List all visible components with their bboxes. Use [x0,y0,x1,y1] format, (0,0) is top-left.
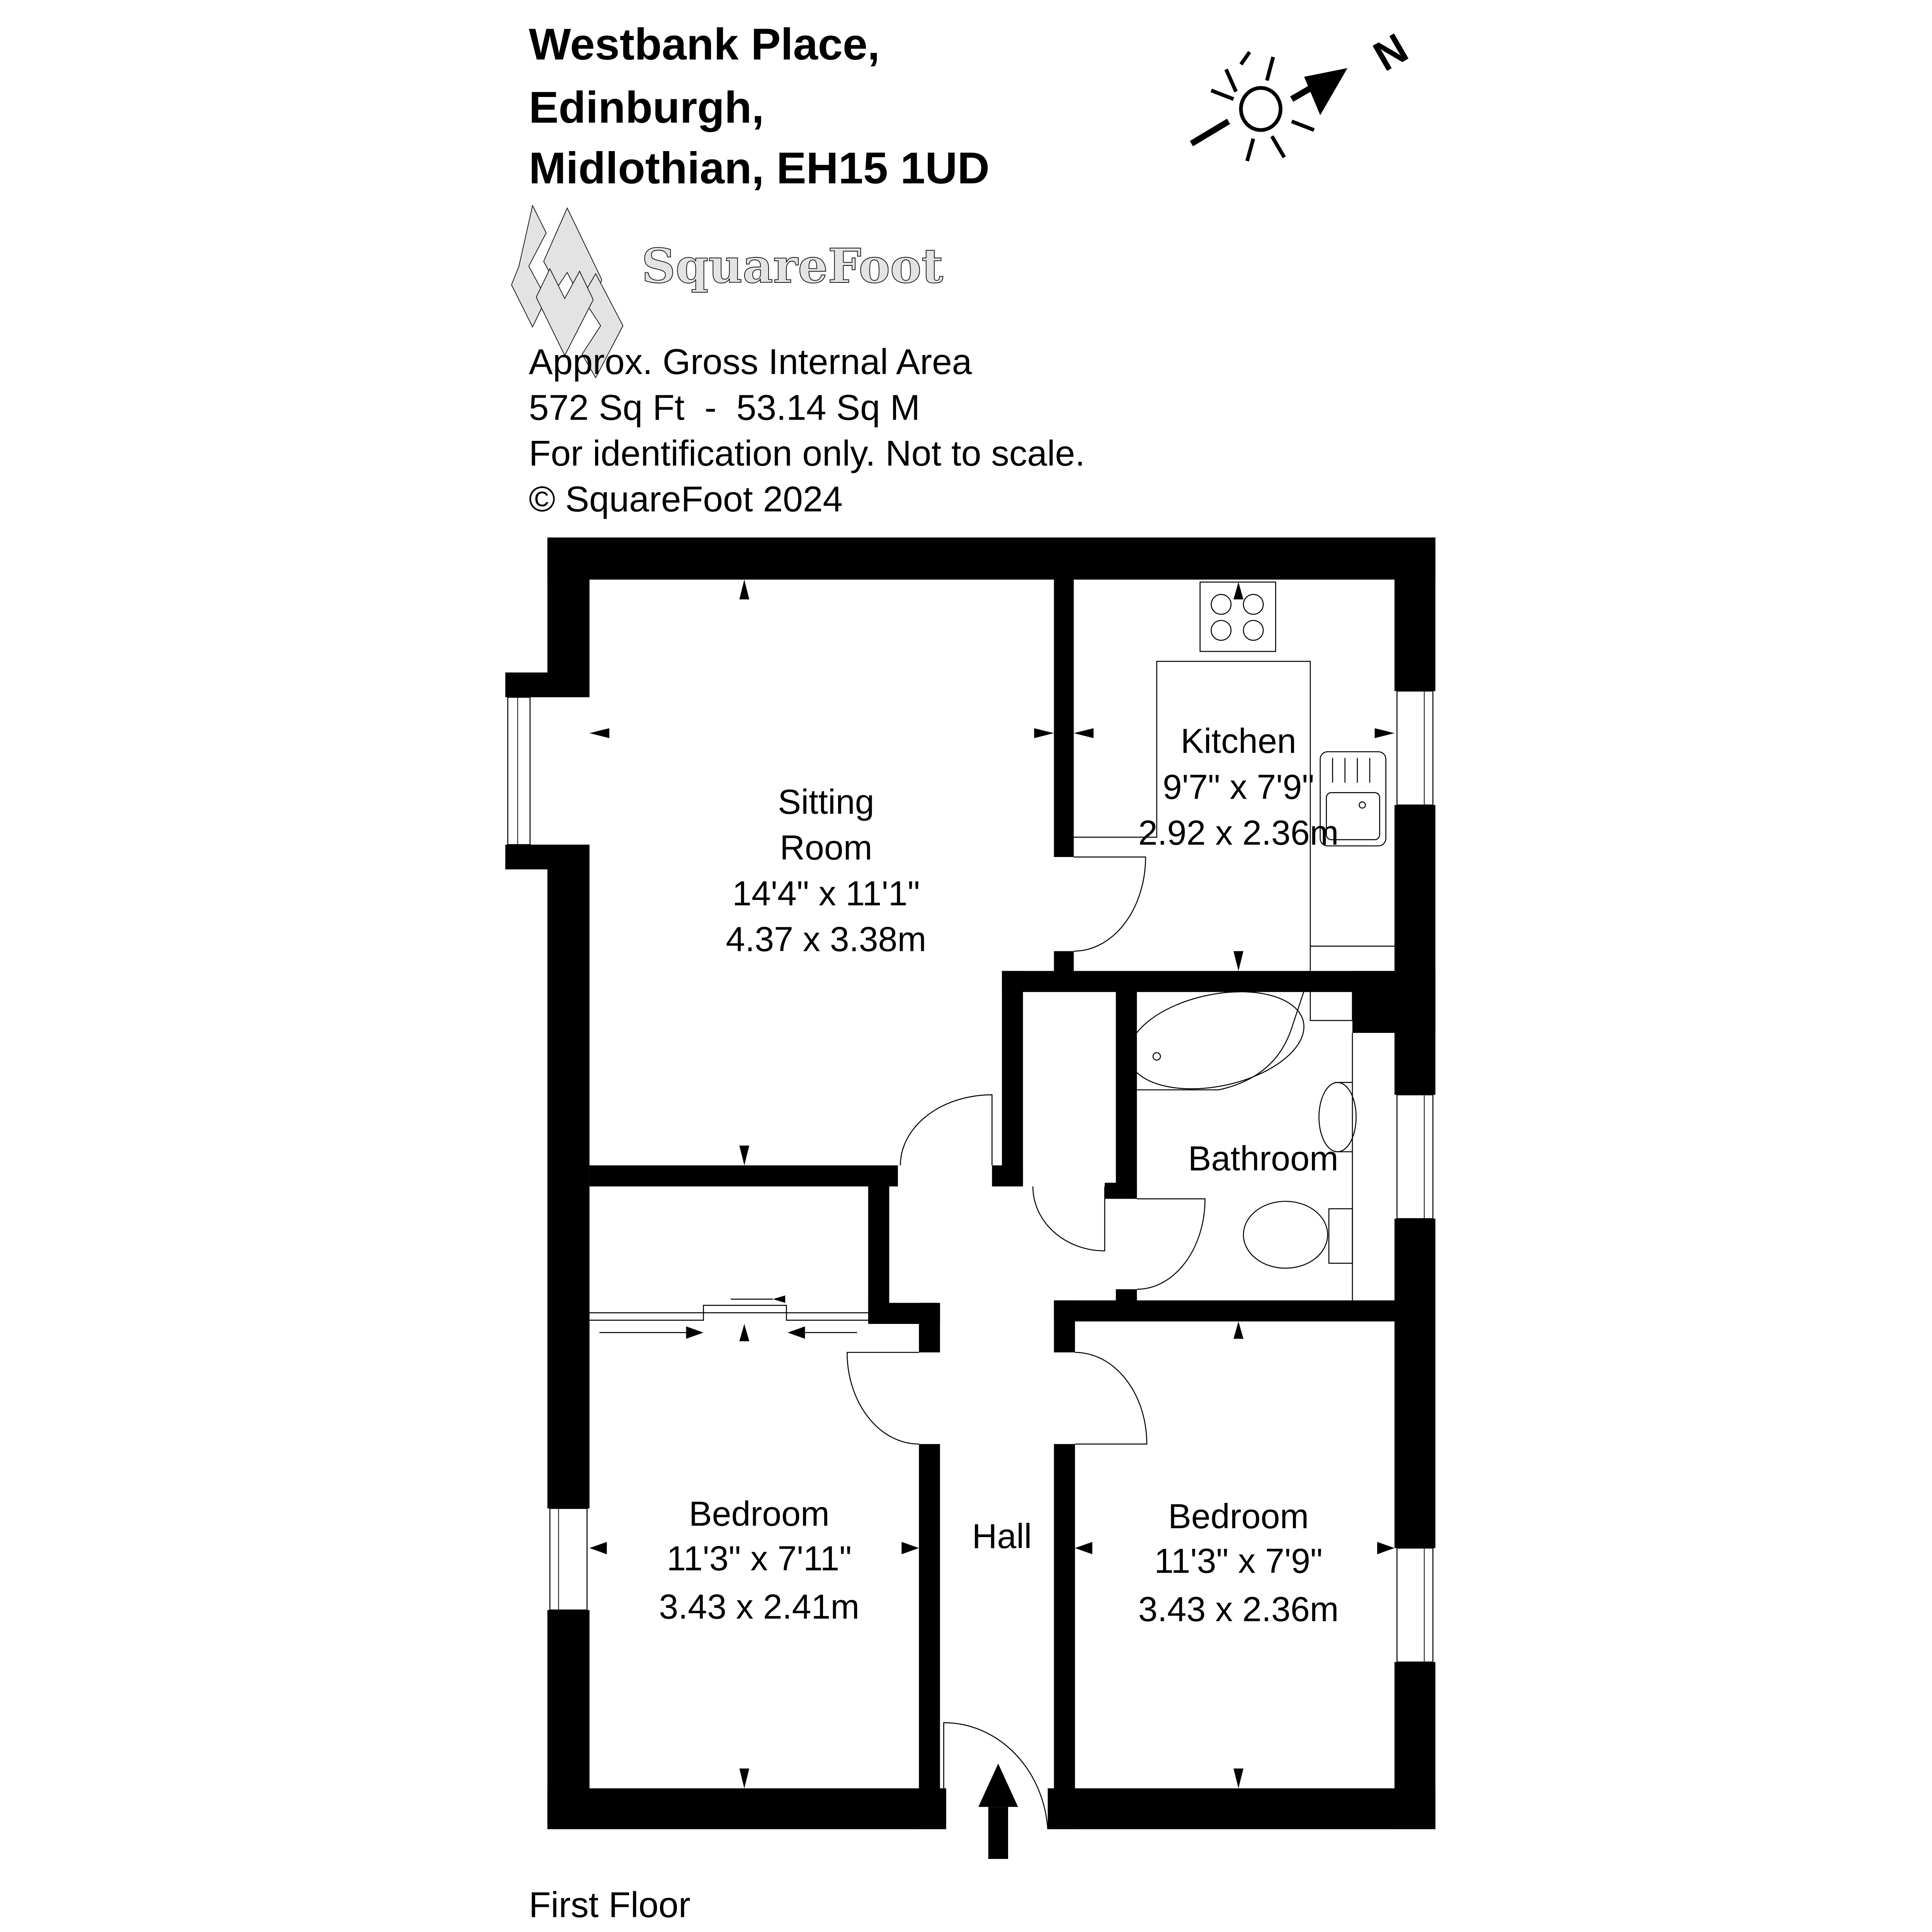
logo-text: SquareFoot [641,238,943,294]
door-front-entrance [943,1722,1048,1830]
room-size-imperial: 11'3" x 7'11" [667,1539,852,1578]
address-line-3: Midlothian, EH15 1UD [529,143,990,193]
room-name: Sitting [778,783,874,821]
window-bedroom-right [1396,1548,1434,1663]
room-hall: Hall [972,1517,1032,1556]
room-name: Bathroom [1188,1139,1338,1178]
address-line-2: Edinburgh, [529,83,764,132]
area-label: Approx. Gross Internal Area [529,342,972,382]
address-block: Westbank Place, Edinburgh, Midlothian, E… [529,20,990,193]
north-arrow-icon [1304,68,1348,116]
window-bedroom-left [549,1508,588,1611]
window-sitting-room [507,697,531,845]
room-bedroom-right: Bedroom 11'3" x 7'9" 3.43 x 2.36m [1138,1497,1339,1629]
window-kitchen [1396,690,1434,806]
room-size-metric: 2.92 x 2.36m [1138,814,1339,852]
room-size-metric: 4.37 x 3.38m [726,920,926,959]
doors [847,856,1206,1830]
room-size-metric: 3.43 x 2.36m [1138,1590,1339,1629]
bathroom-fittings [1128,990,1357,1301]
windows [507,690,1434,1663]
squarefoot-diamond-logo-icon [511,204,624,379]
room-name: Kitchen [1180,722,1296,761]
window-bathroom [1396,1094,1434,1219]
hob-icon [1199,582,1276,652]
north-label: N [1366,24,1415,80]
area-info: Approx. Gross Internal Area 572 Sq Ft - … [529,342,1085,519]
room-name: Bedroom [689,1495,830,1534]
copyright: © SquareFoot 2024 [529,479,843,519]
walls [505,537,1435,1829]
door-sitting-room [900,1094,993,1166]
wardrobe-sliding-doors [589,1295,868,1339]
area-value: 572 Sq Ft - 53.14 Sq M [529,388,920,428]
room-kitchen: Kitchen 9'7" x 7'9" 2.92 x 2.36m [1138,722,1339,852]
toilet-icon [1243,1201,1328,1269]
room-size-imperial: 9'7" x 7'9" [1163,768,1314,806]
room-bathroom: Bathroom [1188,1139,1338,1178]
dimension-arrows [589,580,1395,1789]
kitchen-fittings [1073,582,1395,971]
bathtub-icon [1128,991,1304,1090]
floor-label: First Floor [529,1885,690,1925]
room-size-imperial: 14'4" x 11'1" [732,874,920,913]
door-bedroom-left [847,1352,919,1445]
room-name: Hall [972,1517,1032,1556]
door-kitchen [1073,856,1146,952]
room-size-imperial: 11'3" x 7'9" [1154,1542,1323,1581]
room-size-metric: 3.43 x 2.41m [659,1588,859,1626]
squarefoot-logo: SquareFoot [511,204,944,379]
room-bedroom-left: Bedroom 11'3" x 7'11" 3.43 x 2.41m [659,1495,859,1626]
room-name-2: Room [780,828,872,867]
sun-compass-icon: N [1190,24,1415,162]
sink-icon [1320,751,1386,847]
room-name: Bedroom [1168,1497,1309,1536]
address-line-1: Westbank Place, [529,20,880,69]
room-sitting: Sitting Room 14'4" x 11'1" 4.37 x 3.38m [726,783,926,959]
disclaimer: For identification only. Not to scale. [529,433,1085,473]
entrance-arrow-icon [978,1764,1018,1859]
door-cupboard [1032,1186,1105,1252]
door-bathroom [1137,1198,1206,1290]
door-bedroom-right [1075,1352,1148,1445]
